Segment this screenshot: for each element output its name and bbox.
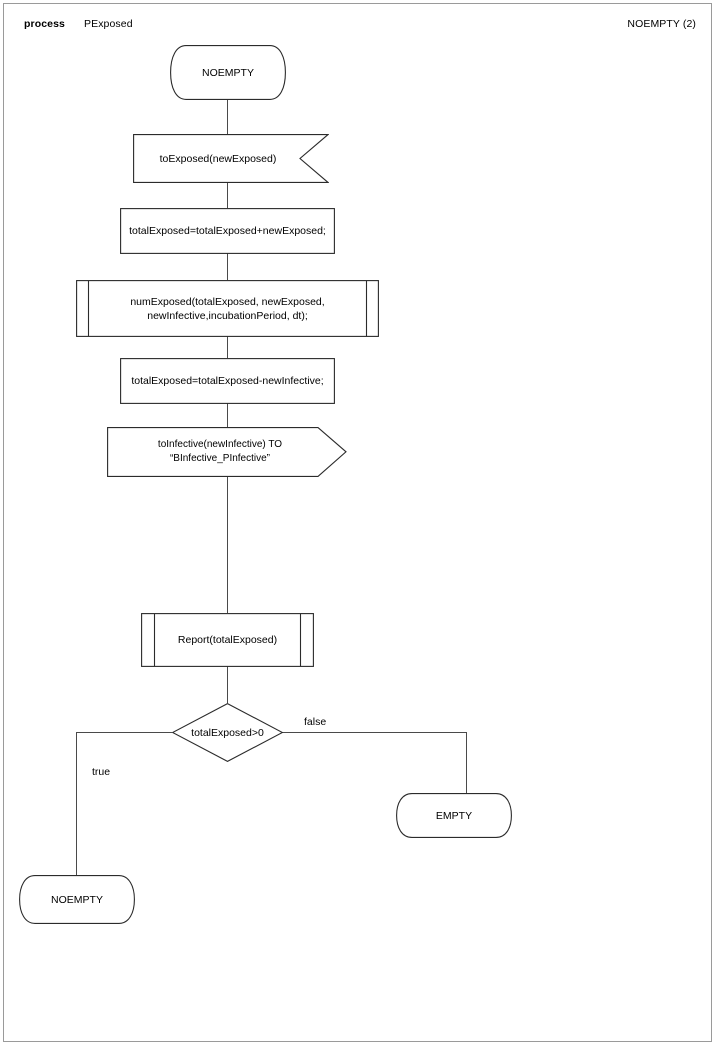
node-output-toinfective[interactable] bbox=[107, 427, 347, 477]
connector-false-horizontal bbox=[282, 732, 467, 733]
connector-tasksub-to-output bbox=[227, 403, 228, 427]
header-process-name: PExposed bbox=[84, 18, 133, 30]
node-call-numexposed[interactable] bbox=[76, 280, 379, 337]
node-decision[interactable] bbox=[172, 703, 283, 762]
connector-call-to-tasksub bbox=[227, 336, 228, 358]
node-end-noempty[interactable] bbox=[19, 875, 135, 924]
header-kind-label: process bbox=[24, 18, 65, 30]
node-start-noempty[interactable] bbox=[170, 45, 286, 100]
connector-true-horizontal bbox=[76, 732, 172, 733]
connector-output-to-report bbox=[227, 476, 228, 613]
edge-label-false: false bbox=[304, 716, 327, 728]
node-input-toexposed[interactable] bbox=[133, 134, 329, 183]
connector-input-to-task-add bbox=[227, 182, 228, 208]
header-state-label: NOEMPTY (2) bbox=[627, 18, 696, 30]
edge-label-true: true bbox=[92, 766, 111, 778]
connector-false-vertical bbox=[466, 732, 467, 794]
connector-taskadd-to-call bbox=[227, 253, 228, 280]
connector-report-to-decision bbox=[227, 666, 228, 703]
node-task-add[interactable] bbox=[120, 208, 335, 254]
connector-start-to-input bbox=[227, 99, 228, 134]
connector-true-vertical bbox=[76, 732, 77, 876]
node-end-empty[interactable] bbox=[396, 793, 512, 838]
node-call-report[interactable] bbox=[141, 613, 314, 667]
node-task-sub[interactable] bbox=[120, 358, 335, 404]
